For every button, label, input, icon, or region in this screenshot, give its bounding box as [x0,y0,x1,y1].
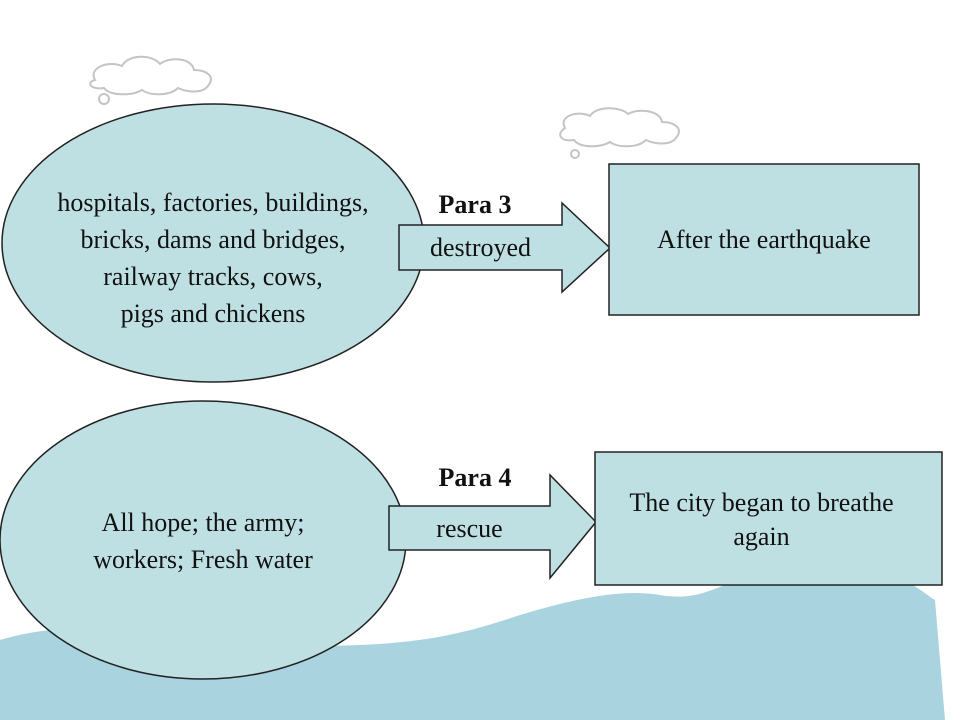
cloud-icon-right [559,107,680,159]
box-city-breathes-text: The city began to breathe again [588,486,935,554]
arrow-destroyed [398,201,612,294]
oval-rescue-line: All hope; the army; [101,508,305,537]
background-wave [0,560,945,720]
box-after-earthquake [608,163,920,316]
oval-rescue-line: workers; Fresh water [93,545,313,574]
arrow-destroyed-label: destroyed [429,233,532,262]
box-city-breathes-line: again [733,522,790,551]
oval-damage-line: pigs and chickens [120,299,306,328]
para-3-label: Para 3 [438,190,512,219]
oval-damage-line: railway tracks, cows, [103,262,323,291]
arrow-rescue-label: rescue [436,514,503,543]
cloud-icon-left [89,55,212,105]
oval-damage-line: hospitals, factories, buildings, [57,188,369,217]
box-city-breathes [594,451,943,586]
para-4-label: Para 4 [438,463,512,492]
arrow-rescue [388,473,598,581]
box-city-breathes-line: The city began to breathe [629,488,894,517]
oval-damage-text: hospitals, factories, buildings, bricks,… [10,184,416,332]
box-after-earthquake-text: After the earthquake [657,225,871,254]
oval-damage-line: bricks, dams and bridges, [80,225,346,254]
oval-rescue-text: All hope; the army; workers; Fresh water [0,504,406,578]
